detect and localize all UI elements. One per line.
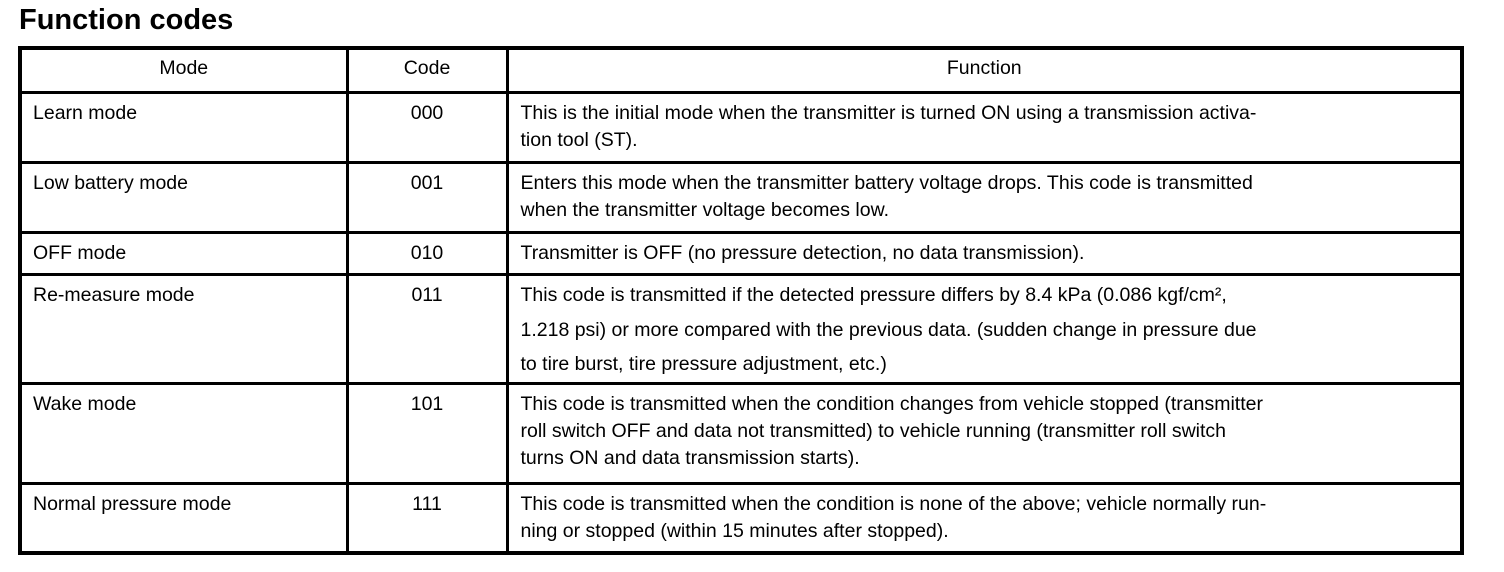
- table-row: Normal pressure mode 111 This code is tr…: [18, 481, 1464, 555]
- function-cell: Enters this mode when the transmitter ba…: [505, 161, 1464, 234]
- column-header-function: Function: [505, 46, 1464, 94]
- code-cell: 111: [345, 481, 509, 555]
- mode-cell: OFF mode: [18, 231, 349, 276]
- code-cell: 011: [345, 273, 509, 385]
- mode-cell: Learn mode: [18, 91, 349, 164]
- column-header-code: Code: [345, 46, 509, 94]
- table-row: Wake mode 101 This code is transmitted w…: [18, 381, 1464, 485]
- page-title: Function codes: [19, 4, 234, 36]
- table-row: Low battery mode 001 Enters this mode wh…: [18, 161, 1464, 234]
- code-cell: 001: [345, 161, 509, 234]
- mode-cell: Re-measure mode: [18, 273, 349, 385]
- mode-cell: Wake mode: [18, 381, 349, 485]
- function-cell: Transmitter is OFF (no pressure detectio…: [505, 231, 1464, 276]
- function-cell: This is the initial mode when the transm…: [505, 91, 1464, 164]
- function-cell: This code is transmitted when the condit…: [505, 381, 1464, 485]
- function-cell: This code is transmitted when the condit…: [505, 481, 1464, 555]
- function-codes-table: Mode Code Function Learn mode 000 This i…: [18, 46, 1464, 555]
- table-row: Re-measure mode 011 This code is transmi…: [18, 273, 1464, 385]
- code-cell: 101: [345, 381, 509, 485]
- code-cell: 000: [345, 91, 509, 164]
- mode-cell: Low battery mode: [18, 161, 349, 234]
- column-header-mode: Mode: [18, 46, 349, 94]
- function-cell: This code is transmitted if the detected…: [505, 273, 1464, 385]
- table-row: Learn mode 000 This is the initial mode …: [18, 91, 1464, 164]
- table-row: OFF mode 010 Transmitter is OFF (no pres…: [18, 231, 1464, 276]
- table-header-row: Mode Code Function: [18, 46, 1464, 94]
- mode-cell: Normal pressure mode: [18, 481, 349, 555]
- code-cell: 010: [345, 231, 509, 276]
